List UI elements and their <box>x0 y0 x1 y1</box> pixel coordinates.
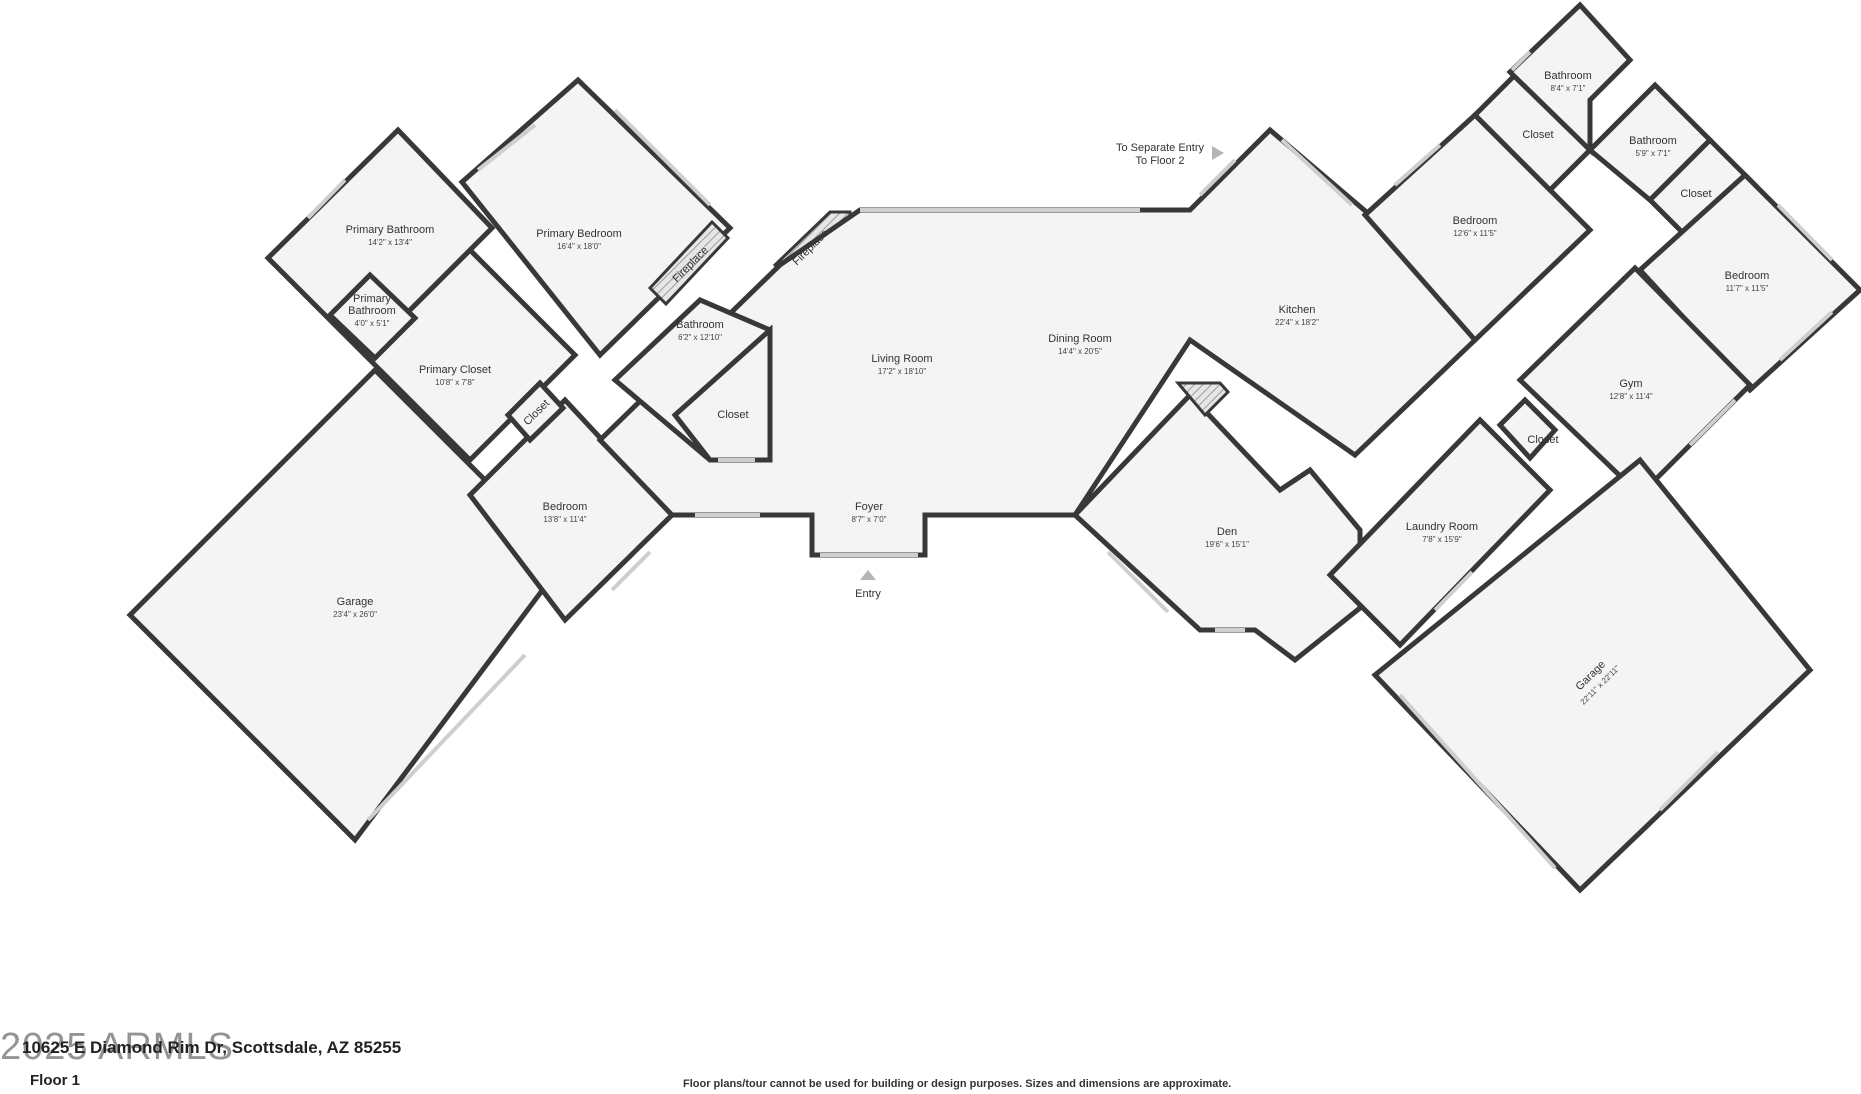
dims-bathroom-top: 8'4" x 7'1" <box>1551 84 1586 93</box>
dims-primary-bathroom-small: 4'0" x 5'1" <box>355 319 390 328</box>
entry-arrow-icon <box>860 570 876 580</box>
dims-bathroom-right: 5'9" x 7'1" <box>1636 149 1671 158</box>
dims-living-room: 17'2" x 18'10" <box>878 367 926 376</box>
label-bedroom-right2: Bedroom <box>1725 270 1770 282</box>
label-primary-bedroom: Primary Bedroom <box>536 228 622 240</box>
disclaimer: Floor plans/tour cannot be used for buil… <box>683 1078 1232 1090</box>
label-separate-entry-2: To Floor 2 <box>1136 155 1185 167</box>
label-separate-entry-1: To Separate Entry <box>1116 142 1205 154</box>
dims-gym: 12'8" x 11'4" <box>1609 392 1652 401</box>
label-laundry-room: Laundry Room <box>1406 521 1478 533</box>
label-primary-bathroom-small-1: Primary <box>353 293 391 305</box>
label-closet-center: Closet <box>717 409 748 421</box>
fireplace-1 <box>647 219 731 307</box>
label-bedroom-left: Bedroom <box>543 501 588 513</box>
separate-entry-arrow-icon <box>1212 146 1224 160</box>
label-closet-top: Closet <box>1522 129 1553 141</box>
dims-primary-closet: 10'8" x 7'8" <box>435 378 475 387</box>
property-address: 10625 E Diamond Rim Dr, Scottsdale, AZ 8… <box>22 1038 402 1057</box>
dims-den: 19'6" x 15'1" <box>1205 540 1249 549</box>
label-bathroom-top: Bathroom <box>1544 70 1592 82</box>
dims-foyer: 8'7" x 7'0" <box>852 515 887 524</box>
label-primary-bathroom-small-2: Bathroom <box>348 305 396 317</box>
den-fireplace <box>1174 381 1231 418</box>
label-garage-left: Garage <box>337 596 374 608</box>
dims-bedroom-right1: 12'6" x 11'5" <box>1453 229 1496 238</box>
label-living-room: Living Room <box>871 353 932 365</box>
primary-bathroom-small-room <box>326 271 419 362</box>
dims-garage-left: 23'4" x 26'0" <box>333 610 377 619</box>
dims-bathroom-center: 6'2" x 12'10" <box>678 333 722 342</box>
closet-center-room <box>671 324 773 463</box>
label-den: Den <box>1217 526 1237 538</box>
label-dining-room: Dining Room <box>1048 333 1112 345</box>
dims-bedroom-left: 13'8" x 11'4" <box>543 515 586 524</box>
floor-label: Floor 1 <box>30 1072 81 1089</box>
dims-kitchen: 22'4" x 18'2" <box>1275 318 1319 327</box>
gym-room <box>1516 264 1754 499</box>
closet-small-left-room <box>504 379 567 444</box>
laundry-room <box>1326 416 1554 649</box>
label-primary-closet: Primary Closet <box>419 364 491 376</box>
label-kitchen: Kitchen <box>1279 304 1316 316</box>
dims-laundry-room: 7'8" x 15'9" <box>1422 535 1462 544</box>
watermark: 2025 ARMLS <box>0 1026 234 1068</box>
dims-primary-bedroom: 16'4" x 18'0" <box>557 242 601 251</box>
label-closet-gym: Closet <box>1527 434 1558 446</box>
label-bedroom-right1: Bedroom <box>1453 215 1498 227</box>
label-gym: Gym <box>1619 378 1642 390</box>
bathroom-top-room <box>1506 1 1634 156</box>
dims-bedroom-right2: 11'7" x 11'5" <box>1726 284 1769 293</box>
label-closet-right: Closet <box>1680 188 1711 200</box>
label-bathroom-center: Bathroom <box>676 319 724 331</box>
label-primary-bathroom: Primary Bathroom <box>346 224 435 236</box>
closet-gym-room <box>1496 396 1559 462</box>
label-entry: Entry <box>855 588 881 600</box>
label-bathroom-right: Bathroom <box>1629 135 1677 147</box>
label-foyer: Foyer <box>855 501 883 513</box>
dims-dining-room: 14'4" x 20'5" <box>1058 347 1102 356</box>
primary-bathroom-room <box>264 126 496 359</box>
dims-primary-bathroom: 14'2" x 13'4" <box>368 238 412 247</box>
